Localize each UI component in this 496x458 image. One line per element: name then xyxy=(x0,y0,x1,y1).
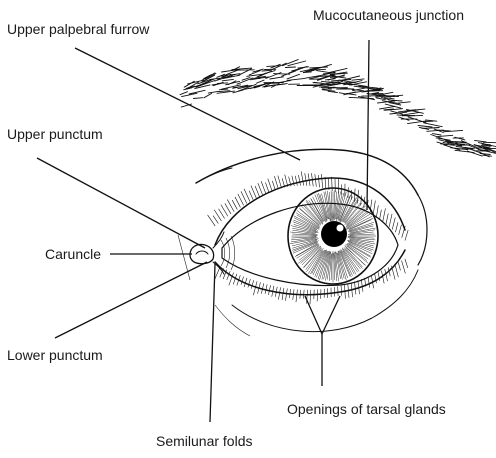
label-semilunar-folds: Semilunar folds xyxy=(156,433,253,449)
label-mucocutaneous-junction: Mucocutaneous junction xyxy=(313,7,464,23)
leader-lower-punctum xyxy=(55,262,207,338)
leader-upper-punctum xyxy=(37,158,205,248)
eyebrow-illustration xyxy=(180,60,496,157)
pupil-illustration xyxy=(321,221,347,247)
label-openings-of-tarsal-glands: Openings of tarsal glands xyxy=(287,401,446,417)
leader-mucocutaneous-junction xyxy=(367,40,369,210)
label-lower-punctum: Lower punctum xyxy=(7,347,103,363)
label-upper-palpebral-furrow: Upper palpebral furrow xyxy=(7,21,150,37)
eyelid-illustration xyxy=(196,149,427,336)
eyeball-illustration xyxy=(222,203,398,285)
label-upper-punctum: Upper punctum xyxy=(7,126,103,142)
leader-semilunar-folds xyxy=(210,264,215,422)
label-caruncle: Caruncle xyxy=(45,246,101,262)
leader-upper-palpebral-furrow xyxy=(75,48,300,160)
